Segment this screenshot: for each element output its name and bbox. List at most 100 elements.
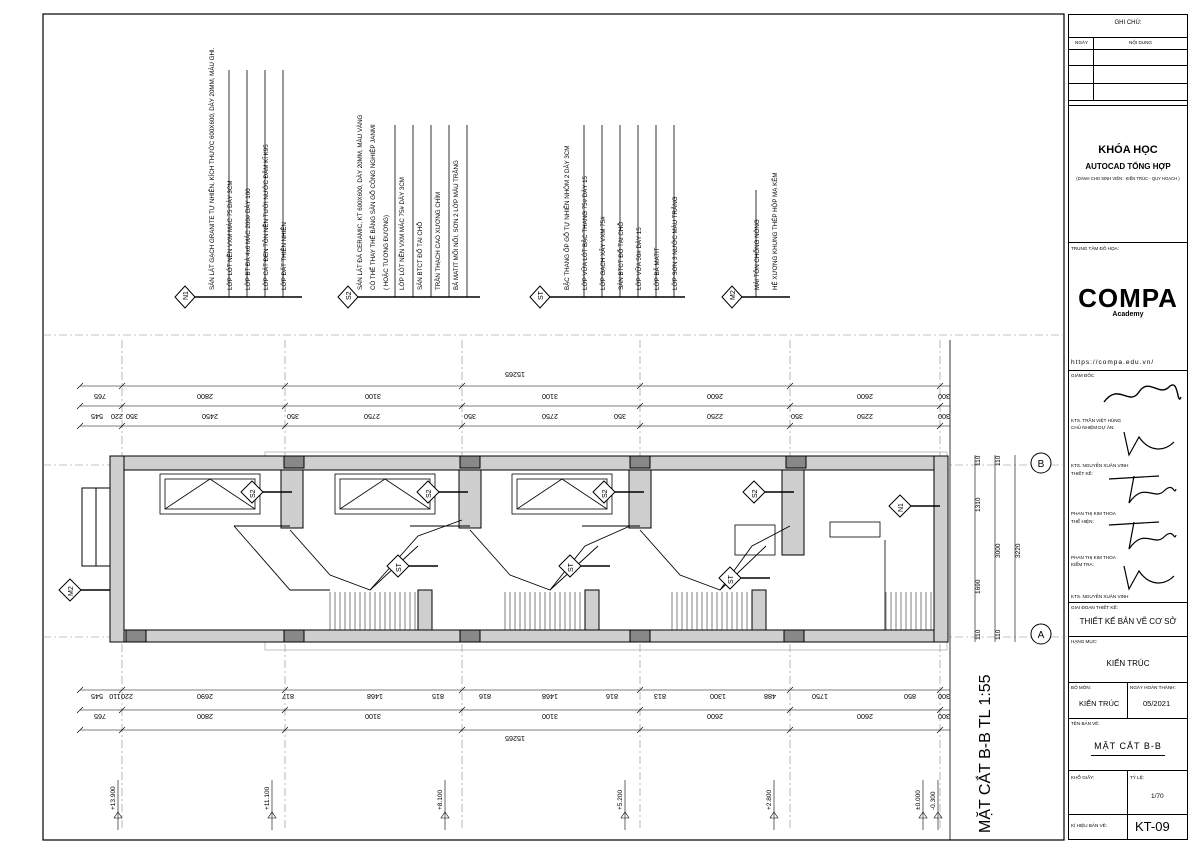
svg-text:BẬC THANG ỐP GỖ TỰ NHIÊN NHÔM: BẬC THANG ỐP GỖ TỰ NHIÊN NHÔM 2 DÀY 3CM <box>563 146 571 290</box>
dim-bot2-2: 3100 <box>365 712 381 721</box>
pm-signature-icon <box>1123 431 1175 457</box>
dim-top2-0: 545 <box>91 412 103 421</box>
svg-text:15265: 15265 <box>505 370 525 379</box>
pm-label: CHỦ NHIỆM DỰ ÁN: <box>1071 425 1115 430</box>
svg-text:3000: 3000 <box>995 543 1002 558</box>
check-label: KIỂM TRA: <box>1071 562 1094 567</box>
dim-bot1-12: 488 <box>764 692 776 701</box>
pm-name: KTS. NGUYỄN XUÂN VINH <box>1071 463 1129 468</box>
svg-text:M2: M2 <box>730 290 737 300</box>
svg-text:ST: ST <box>568 562 575 572</box>
dim-bot1-3: 2690 <box>197 692 213 701</box>
compa-logo-sub: Academy <box>1112 311 1144 318</box>
dims-right: 110 1310 1690 110 110 110 3000 3220 <box>975 455 1022 640</box>
svg-text:MÁI TÔN CHỐNG NÓNG: MÁI TÔN CHỐNG NÓNG <box>754 219 761 290</box>
dim-bot1-7: 816 <box>479 692 491 701</box>
section-tag-6: ST <box>718 566 770 590</box>
section-tag-7: N1 <box>888 494 940 518</box>
svg-text:110: 110 <box>995 629 1002 640</box>
design-signature-icon <box>1108 475 1177 504</box>
dim-bot2-3: 3100 <box>542 712 558 721</box>
drawing-name-value: MẶT CẮT B-B <box>1094 741 1162 751</box>
svg-text:S2: S2 <box>602 489 609 498</box>
dim-top2-2: 350 <box>126 412 138 421</box>
dim-bot1-9: 816 <box>606 692 618 701</box>
director-label: GIÁM ĐỐC <box>1071 373 1095 378</box>
course-line3: (DÀNH CHO SINH VIÊN : KIẾN TRÚC - QUY HO… <box>1076 176 1180 181</box>
svg-text:15265: 15265 <box>505 734 525 743</box>
dim-bot1-6: 815 <box>432 692 444 701</box>
notes-title: GHI CHÚ: <box>1114 20 1142 26</box>
dim-top2-6: 350 <box>464 412 476 421</box>
done-value: 05/2021 <box>1143 699 1171 708</box>
item-section: HẠNG MỤC: KIẾN TRÚC <box>1069 637 1187 683</box>
section-tag-3: S2 <box>742 480 794 504</box>
dim-top2-1: 220 <box>111 412 123 421</box>
svg-text:SÀN LÁT ĐÁ CERAMIC, KT 600X600: SÀN LÁT ĐÁ CERAMIC, KT 600X600, DÀY 20MM… <box>357 114 364 290</box>
legend-m2-text: MÁI TÔN CHỐNG NÓNG HỆ XƯƠNG KHUNG THÉP H… <box>754 172 779 290</box>
dim-bot1-1: 110 <box>109 692 120 701</box>
drawing-name-section: TÊN BẢN VẼ: MẶT CẮT B-B <box>1069 719 1187 771</box>
svg-text:N1: N1 <box>183 291 190 300</box>
item-value: KIẾN TRÚC <box>1106 659 1150 668</box>
level-marks: +13.900+11.100+8.100+5.200+2.800±0.000-0… <box>110 780 943 830</box>
svg-text:N1: N1 <box>898 503 905 512</box>
svg-text:LỚP BẢ MATIT: LỚP BẢ MATIT <box>654 247 661 290</box>
done-label: NGÀY HOÀN THÀNH: <box>1130 685 1176 690</box>
dim-top1-6: 300 <box>938 392 950 401</box>
dim-top2-10: 350 <box>791 412 803 421</box>
svg-text:LỚP LÓT NỀN VXM MÁC 75# DÀY 3C: LỚP LÓT NỀN VXM MÁC 75# DÀY 3CM <box>399 177 406 290</box>
svg-text:1690: 1690 <box>975 579 982 594</box>
section-tag-2: S2 <box>592 480 644 504</box>
section-tag-1: S2 <box>416 480 468 504</box>
dim-bot1-2: 220 <box>121 692 133 701</box>
svg-text:LỚP VỮA LÓT BẬC THANG 75# DÀY: LỚP VỮA LÓT BẬC THANG 75# DÀY 15 <box>582 175 589 290</box>
level-5: ±0.000 <box>915 790 922 810</box>
section-tag-4: ST <box>386 554 438 578</box>
dim-bot1-10: 813 <box>654 692 666 701</box>
dim-bot1-11: 1300 <box>710 692 726 701</box>
dept-section: BỘ MÔN: KIẾN TRÚC NGÀY HOÀN THÀNH: 05/20… <box>1069 683 1187 719</box>
svg-text:ST: ST <box>396 562 403 572</box>
course-section: KHÓA HỌC AUTOCAD TỔNG HỢP (DÀNH CHO SINH… <box>1069 105 1187 243</box>
svg-text:S2: S2 <box>346 291 353 300</box>
company-url: https://compa.edu.vn/ <box>1071 359 1155 366</box>
check-name: KTS. NGUYỄN XUÂN VINH <box>1071 594 1129 599</box>
svg-text:CÓ THỂ THAY THẾ BẰNG SÀN GỖ CÔ: CÓ THỂ THAY THẾ BẰNG SÀN GỖ CÔNG NGHIỆP … <box>369 124 377 290</box>
svg-text:B: B <box>1038 459 1045 470</box>
dim-bot1-14: 850 <box>904 692 916 701</box>
legend-tag-st: ST <box>529 285 551 309</box>
svg-text:M2: M2 <box>68 586 75 596</box>
dim-bot2-0: 765 <box>94 712 106 721</box>
dim-top2-12: 300 <box>938 412 950 421</box>
dim-bot1-4: 817 <box>282 692 294 701</box>
dim-bot1-8: 1468 <box>542 692 558 701</box>
legend-st-text: BẬC THANG ỐP GỖ TỰ NHIÊN NHÔM 2 DÀY 3CM … <box>563 146 679 290</box>
compa-logo: COMPA <box>1078 283 1178 313</box>
design-name: PHAN THỊ KIM THOA <box>1071 511 1116 516</box>
svg-text:S2: S2 <box>752 489 759 498</box>
dim-bot2-6: 300 <box>938 712 950 721</box>
scale-label: TỶ LỆ: <box>1130 775 1145 780</box>
svg-text:110: 110 <box>975 629 982 640</box>
dim-bot2-4: 2600 <box>707 712 723 721</box>
director-signature-icon <box>1103 384 1182 403</box>
director-name: KTS. TRẦN VIỆT HÙNG <box>1071 418 1122 423</box>
course-line2: AUTOCAD TỔNG HỢP <box>1085 162 1171 171</box>
dim-top1-5: 2600 <box>857 392 873 401</box>
axis-a: A <box>1030 623 1052 645</box>
dim-top1-1: 2800 <box>197 392 213 401</box>
dim-top2-8: 350 <box>614 412 626 421</box>
svg-text:LỚP BT ĐÁ 4x6 MÁC 200# DÀY 100: LỚP BT ĐÁ 4x6 MÁC 200# DÀY 100 <box>245 188 252 290</box>
code-label: KÍ HIỆU BẢN VẼ: <box>1071 823 1107 828</box>
legend-tag-m2: M2 <box>721 285 743 309</box>
title-block: GHI CHÚ: NGÀY NỘI DUNG KHÓA HỌC AUTOCAD … <box>1068 14 1188 840</box>
svg-text:LỚP GẠCH XÂY VXM 75#: LỚP GẠCH XÂY VXM 75# <box>600 216 607 290</box>
svg-text:TRẦN THẠCH CAO XƯƠNG CHÌM: TRẦN THẠCH CAO XƯƠNG CHÌM <box>435 192 442 290</box>
dim-bot2-1: 2800 <box>197 712 213 721</box>
svg-text:SÀN BTCT ĐỔ TẠI CHỖ: SÀN BTCT ĐỔ TẠI CHỖ <box>417 222 424 290</box>
drawing-title: MẶT CẮT B-B TL 1:55 <box>975 674 994 833</box>
scale-section: KHỔ GIẤY: TỶ LỆ: 1/70 <box>1069 771 1187 815</box>
